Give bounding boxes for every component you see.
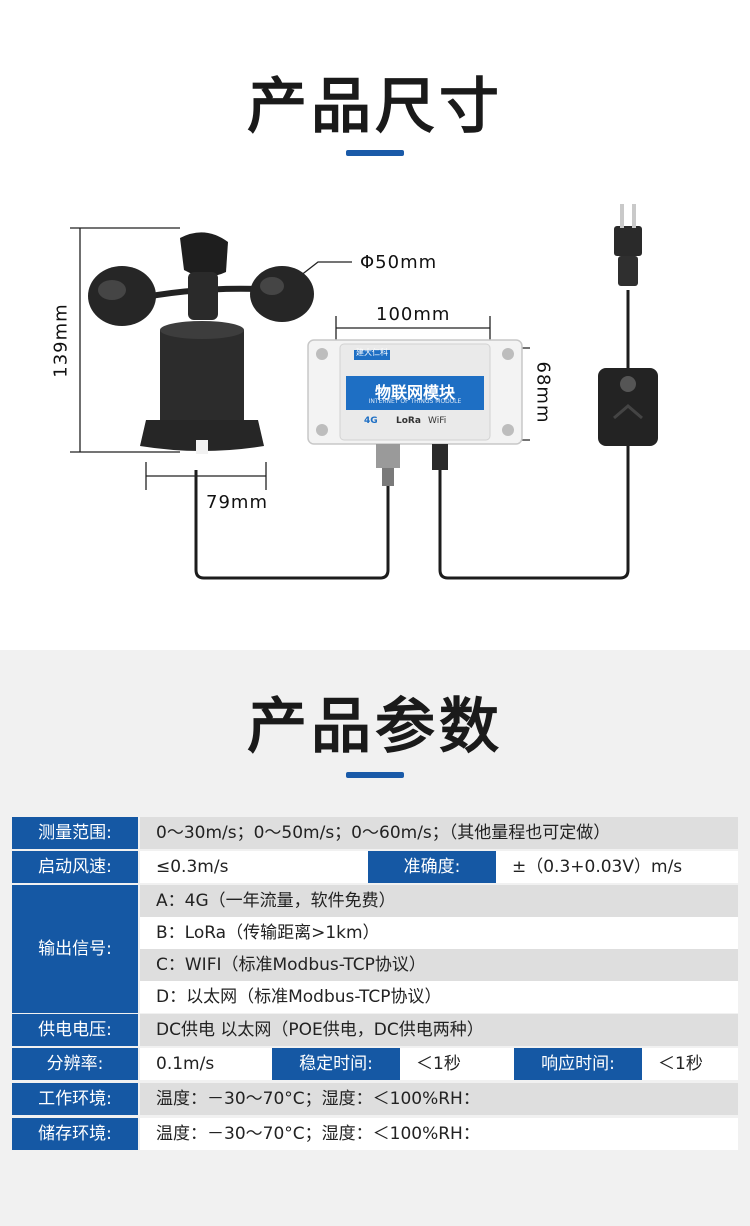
param-label: 储存环境:: [12, 1118, 138, 1150]
param-value: 0～30m/s；0～50m/s；0～60m/s；（其他量程也可定做）: [140, 817, 738, 849]
param-value-accuracy: ±（0.3+0.03V）m/s: [496, 851, 738, 883]
param-value-stable: ＜1秒: [400, 1048, 514, 1080]
iot-module-box: [307, 339, 523, 486]
anemometer: [88, 232, 314, 454]
param-label-stable: 稳定时间:: [272, 1048, 400, 1080]
param-value: 温度：－30～70°C；湿度：＜100%RH：: [140, 1118, 738, 1150]
dim-cup-diameter: Φ50mm: [360, 252, 438, 273]
dim-height: 139mm: [50, 303, 72, 378]
section-title-parameters: 产品参数: [247, 692, 503, 762]
param-value: 0.1m/s: [140, 1048, 272, 1080]
param-row-work-env: 工作环境: 温度：－30～70°C；湿度：＜100%RH：: [12, 1083, 738, 1115]
param-label-output: 输出信号:: [12, 885, 138, 1013]
product-drawing: [70, 204, 658, 580]
param-row-output-b: B：LoRa（传输距离>1km）: [12, 917, 738, 949]
base-width-dimension-line: [145, 462, 267, 490]
sensor-cable: [194, 470, 390, 580]
param-label-accuracy: 准确度:: [368, 851, 496, 883]
module-brand: 建大仁科: [356, 348, 388, 357]
module-badge-4g: 4G: [364, 416, 378, 426]
param-value: DC供电 以太网（POE供电，DC供电两种）: [140, 1014, 738, 1046]
dim-module-height: 68mm: [532, 361, 554, 424]
module-name: 物联网模块: [374, 383, 455, 402]
title-underline: [346, 150, 404, 156]
param-value: 温度：－30～70°C；湿度：＜100%RH：: [140, 1083, 738, 1115]
param-value: A：4G（一年流量，软件免费）: [140, 885, 738, 917]
param-value: C：WIFI（标准Modbus-TCP协议）: [140, 949, 738, 981]
section-title-dimensions: 产品尺寸: [247, 72, 503, 142]
param-value: ≤0.3m/s: [140, 851, 368, 883]
param-row-storage-env: 储存环境: 温度：－30～70°C；湿度：＜100%RH：: [12, 1118, 738, 1150]
param-label: 工作环境:: [12, 1083, 138, 1115]
module-subtitle: INTERNET OF THINGS MODULE: [368, 398, 462, 405]
param-value: B：LoRa（传输距离>1km）: [140, 917, 738, 949]
param-label: 供电电压:: [12, 1014, 138, 1046]
module-badge-wifi: WiFi: [428, 416, 447, 426]
param-row-output-c: C：WIFI（标准Modbus-TCP协议）: [12, 949, 738, 981]
power-adapter: [598, 204, 658, 446]
param-row-resolution: 分辨率: 0.1m/s 稳定时间: ＜1秒 响应时间: ＜1秒: [12, 1048, 738, 1080]
dim-module-width: 100mm: [376, 304, 451, 325]
dimensions-section: 产品尺寸: [50, 72, 658, 580]
param-label: 分辨率:: [12, 1048, 138, 1080]
module-width-dimension-line: [335, 316, 491, 340]
param-row-power: 供电电压: DC供电 以太网（POE供电，DC供电两种）: [12, 1014, 738, 1046]
param-label: 测量范围:: [12, 817, 138, 849]
height-dimension-line: [70, 227, 180, 453]
param-value-response: ＜1秒: [642, 1048, 738, 1080]
param-label-response: 响应时间:: [514, 1048, 642, 1080]
title-underline: [346, 772, 404, 778]
dim-base-width: 79mm: [206, 492, 268, 513]
param-row-output-a: A：4G（一年流量，软件免费）: [12, 885, 738, 917]
param-row-start-speed: 启动风速: ≤0.3m/s 准确度: ±（0.3+0.03V）m/s: [12, 851, 738, 883]
param-row-range: 测量范围: 0～30m/s；0～50m/s；0～60m/s；（其他量程也可定做）: [12, 817, 738, 849]
param-row-output-d: D：以太网（标准Modbus-TCP协议）: [12, 981, 738, 1013]
param-value: D：以太网（标准Modbus-TCP协议）: [140, 981, 738, 1013]
param-label: 启动风速:: [12, 851, 138, 883]
power-cable: [438, 445, 630, 580]
module-badge-lora: LoRa: [396, 416, 421, 426]
